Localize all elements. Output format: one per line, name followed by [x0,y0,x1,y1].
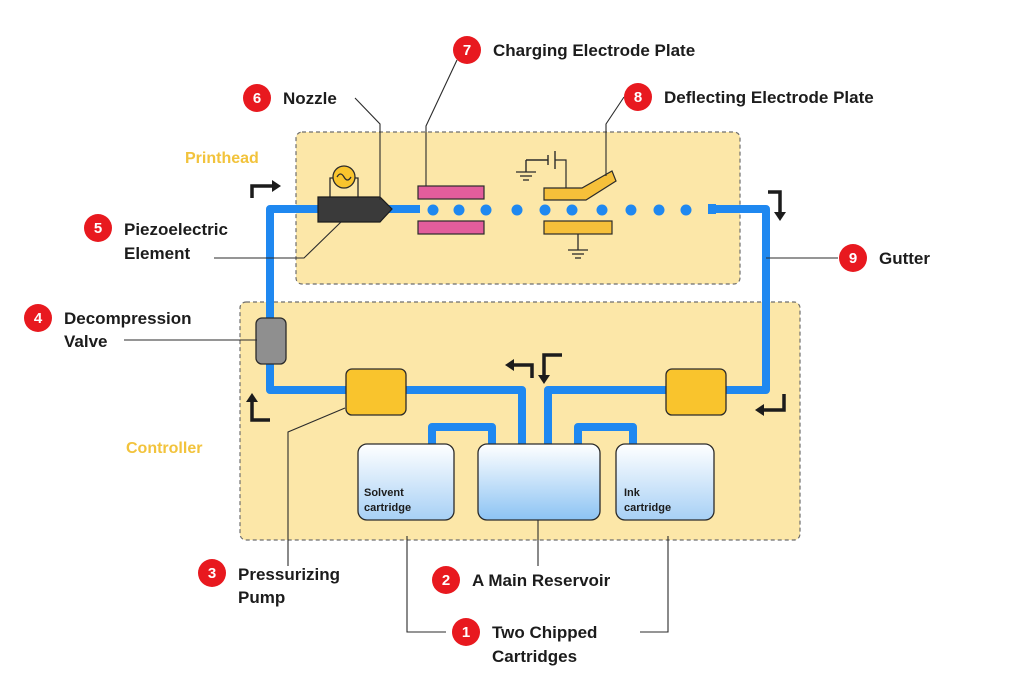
callout-9-label: Gutter [879,249,930,268]
callout-4: 4 Decompression Valve [24,304,192,351]
flow-arrow-icon [246,180,786,422]
decompression-valve [255,317,287,365]
callout-badge [24,304,52,332]
controller-label: Controller [126,440,202,457]
callout-8-label: Deflecting Electrode Plate [664,88,874,107]
return-pump [665,368,727,416]
callout-2-label: A Main Reservoir [472,571,611,590]
callout-1-label-1: Two Chipped [492,623,597,642]
callout-7-label: Charging Electrode Plate [493,41,695,60]
callout-5: 5 Piezoelectric Element [84,214,228,263]
callout-9: 9 Gutter [839,244,930,272]
callout-3: 3 Pressurizing Pump [198,559,340,607]
charging-electrode-bottom [417,220,485,235]
callout-4-label-2: Valve [64,332,108,351]
callout-badge [452,618,480,646]
solvent-cartridge-label-2: cartridge [364,502,411,514]
callout-6-label: Nozzle [283,89,337,108]
nozzle [317,196,393,223]
svg-text:7: 7 [463,42,471,59]
svg-text:8: 8 [634,89,642,106]
svg-text:2: 2 [442,572,450,589]
deflecting-electrode-top [543,170,617,201]
battery-icon [525,151,556,172]
svg-text:6: 6 [253,90,261,107]
callout-badge [198,559,226,587]
callout-8: 8 Deflecting Electrode Plate [624,83,874,111]
ink-cartridge-label-1: Ink [624,487,641,499]
deflecting-electrode-bottom [543,220,613,235]
piezo-oscillator [329,165,359,197]
callout-badge [243,84,271,112]
svg-text:9: 9 [849,250,857,267]
callout-4-label-1: Decompression [64,309,192,328]
solvent-cartridge-label-1: Solvent [364,487,404,499]
printhead-label: Printhead [185,150,259,167]
sine-wave-icon [336,173,352,181]
callout-badge [839,244,867,272]
callout-5-label-2: Element [124,244,190,263]
main-reservoir [477,443,601,521]
callout-1: 1 Two Chipped Cartridges [452,618,597,666]
callout-1-label-2: Cartridges [492,647,577,666]
callout-6: 6 Nozzle [243,84,337,112]
callout-badge [453,36,481,64]
callout-badge [624,83,652,111]
callout-3-label-2: Pump [238,588,285,607]
solvent-cartridge [357,443,455,521]
charging-electrode-top [417,185,485,200]
ground-icon [568,249,588,259]
callout-5-label-1: Piezoelectric [124,220,228,239]
pressurizing-pump [345,368,407,416]
svg-text:5: 5 [94,220,102,237]
ink-droplets [427,204,692,216]
callout-badge [432,566,460,594]
svg-text:4: 4 [34,310,43,327]
callout-badge [84,214,112,242]
ground-icon [516,171,536,181]
svg-text:3: 3 [208,565,216,582]
leader-lines [124,59,838,633]
ink-cartridge-label-2: cartridge [624,502,671,514]
callout-3-label-1: Pressurizing [238,565,340,584]
deflecting-electrode [516,151,617,259]
callout-7: 7 Charging Electrode Plate [453,36,695,64]
svg-text:1: 1 [462,624,470,641]
callout-2: 2 A Main Reservoir [432,566,611,594]
ink-cartridge [615,443,715,521]
gutter-inlet [708,204,716,214]
